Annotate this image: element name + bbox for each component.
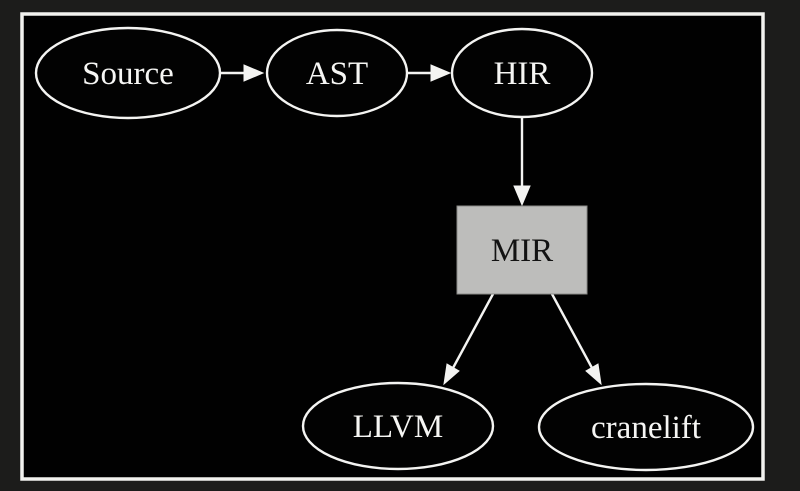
edge-hir-mir-arrowhead-icon	[513, 185, 531, 207]
node-hir-shape	[450, 27, 594, 119]
edge-mir-llvm	[443, 293, 495, 386]
edge-hir-mir	[513, 118, 531, 207]
node-cranelift: cranelift	[537, 382, 755, 472]
node-mir-shape	[456, 205, 588, 295]
node-source-shape	[34, 26, 222, 120]
edge-mir-llvm-line	[451, 293, 495, 369]
edge-ast-hir	[408, 64, 452, 82]
node-hir-label: HIR	[494, 56, 551, 92]
edge-source-ast	[221, 64, 265, 82]
node-mir-label: MIR	[491, 233, 553, 269]
edge-mir-cranelift	[550, 293, 602, 386]
node-mir: MIR	[456, 205, 588, 295]
node-ast-shape	[265, 28, 409, 118]
edge-mir-llvm-arrowhead-icon	[443, 363, 460, 386]
edge-mir-cranelift-arrowhead-icon	[585, 363, 602, 386]
node-llvm-shape	[301, 381, 495, 471]
edge-source-ast-arrowhead-icon	[243, 64, 265, 82]
edge-mir-cranelift-line	[550, 293, 594, 369]
edge-ast-hir-arrowhead-icon	[430, 64, 452, 82]
node-ast-label: AST	[306, 56, 368, 92]
node-hir: HIR	[450, 27, 594, 119]
node-source-label: Source	[82, 56, 174, 92]
node-ast: AST	[265, 28, 409, 118]
node-llvm: LLVM	[301, 381, 495, 471]
node-source: Source	[34, 26, 222, 120]
node-cranelift-shape	[537, 382, 755, 472]
node-cranelift-label: cranelift	[591, 410, 701, 446]
node-llvm-label: LLVM	[353, 409, 443, 445]
